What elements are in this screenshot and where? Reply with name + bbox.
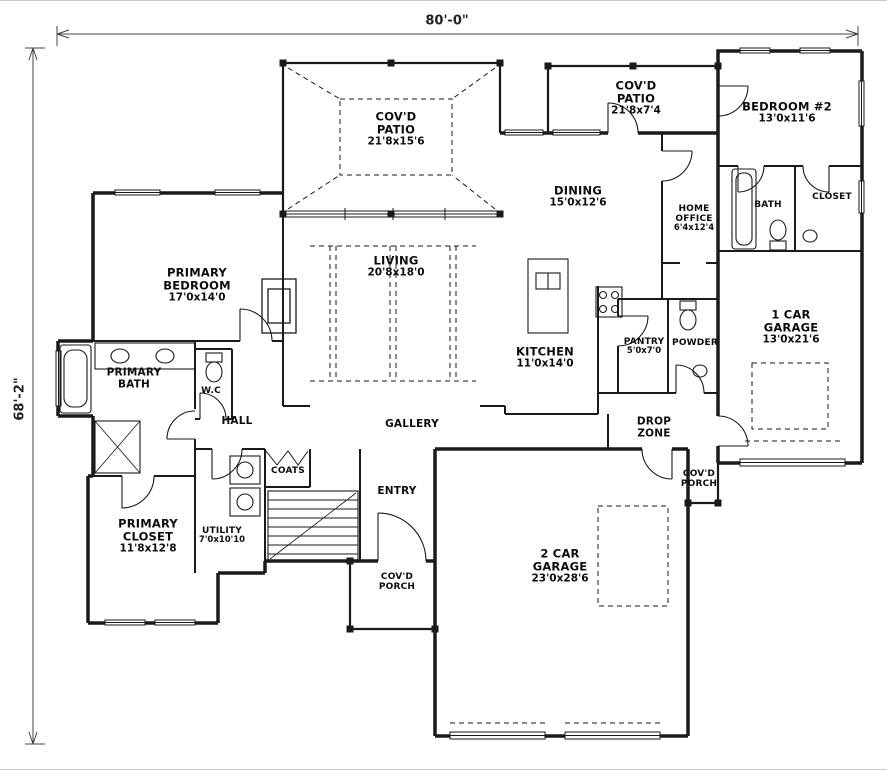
windows: [55, 47, 865, 740]
fireplace: [261, 278, 297, 334]
shower-icon: [94, 420, 141, 474]
columns: [279, 59, 722, 633]
exterior-walls: [56, 49, 864, 738]
cooktop-icon: [595, 286, 623, 318]
sink-icon: [155, 348, 175, 364]
door-swings: [121, 85, 830, 562]
fixtures: [59, 168, 818, 517]
sink-icon: [692, 364, 708, 378]
interior-walls: [93, 133, 862, 573]
vanity-icon: [94, 342, 196, 370]
dimension-lines: [25, 26, 859, 745]
kitchen-island-icon: [527, 258, 569, 334]
dimension-label-height: 68'-2": [12, 377, 28, 421]
washer-icon: [229, 455, 261, 485]
toilet-icon: [769, 240, 787, 251]
ceiling-dashed-lines: [287, 67, 840, 724]
dimension-label-width: 80'-0": [425, 13, 469, 29]
toilet-icon: [205, 352, 223, 363]
tub-icon: [731, 168, 757, 250]
toilet-icon: [679, 300, 697, 311]
sink-icon: [802, 229, 818, 243]
patio-porch-edges: [281, 61, 720, 631]
stairs: [267, 490, 359, 562]
sink-icon: [110, 348, 130, 364]
primary-tub-icon: [59, 344, 92, 414]
coats-bifold-doors: [265, 450, 309, 466]
dryer-icon: [229, 487, 261, 517]
